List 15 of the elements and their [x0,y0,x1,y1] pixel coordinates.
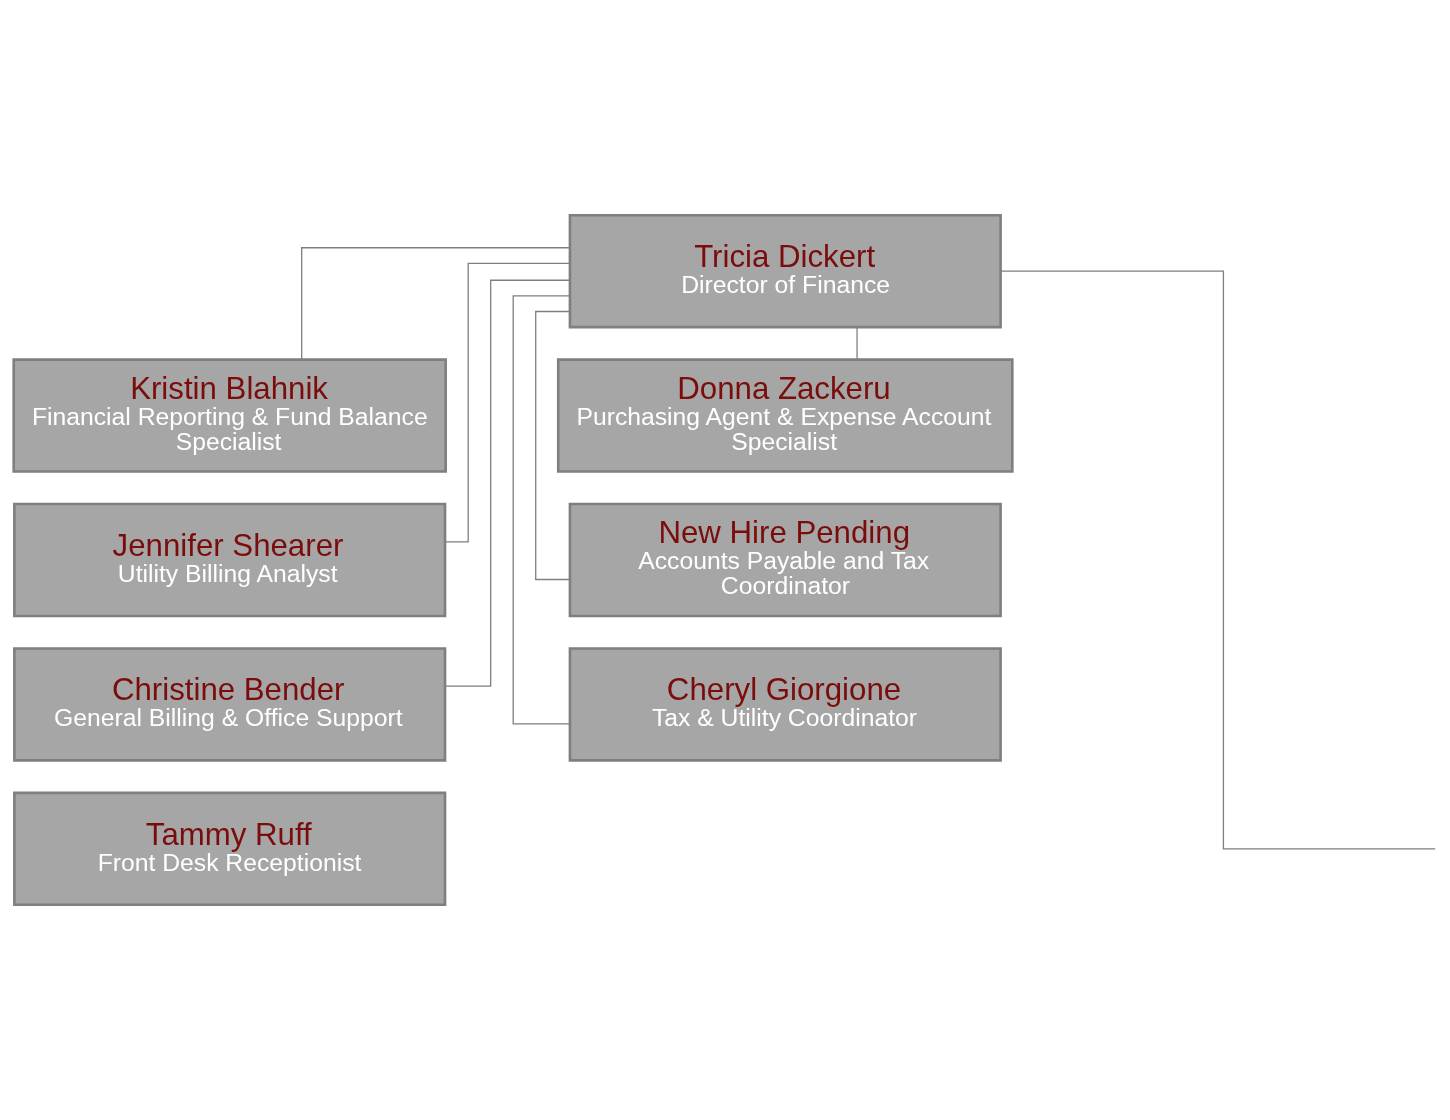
node-box: Jennifer Shearer Utility Billing Analyst [13,502,447,618]
connector [1000,270,1436,850]
node-box: Christine Bender General Billing & Office Support [13,647,447,762]
connector [512,295,571,725]
node-box: Kristin Blahnik Financial Reporting & Fund Balance Specialist [12,358,447,473]
connector [444,279,571,687]
connector [301,247,571,360]
node-box: Tammy Ruff Front Desk Receptionist [13,791,447,907]
node-box: Donna Zackeru Purchasing Agent & Expense Account Specialist [556,358,1014,473]
connector [856,326,858,360]
node-box: New Hire Pending Accounts Payable and Tax Coordinator [568,502,1002,618]
node-box: Tricia Dickert Director of Finance [568,213,1002,329]
connector [535,310,571,581]
node-box: Cheryl Giorgione Tax & Utility Coordinator [568,647,1002,762]
connector [444,262,571,543]
